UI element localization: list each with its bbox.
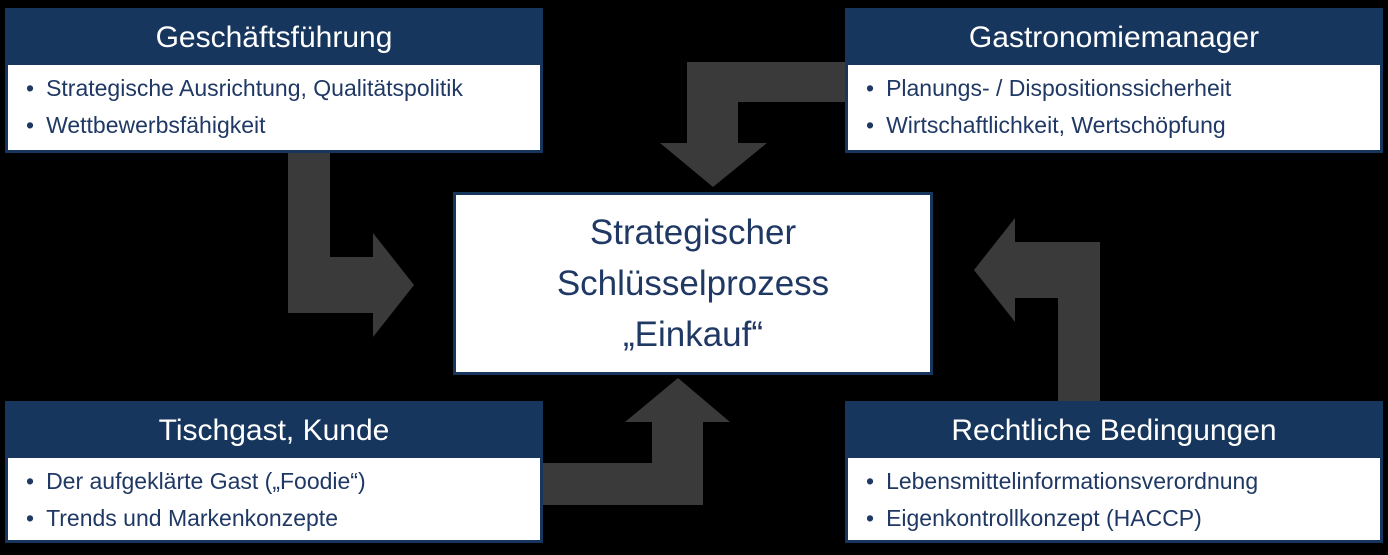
bullet-dot: [20, 107, 46, 144]
box-tischgast-kunde: Tischgast, Kunde Der aufgeklärte Gast („…: [5, 401, 543, 543]
bullet-dot: [860, 107, 886, 144]
elbow-arrow-icon-geschaeftsfuehrung-to-center: [288, 153, 414, 337]
elbow-arrow-icon-rechtliche-bedingungen-to-center: [974, 218, 1100, 401]
box-title: Geschäftsführung: [8, 11, 540, 65]
center-line: Schlüsselprozess: [556, 264, 830, 303]
box-title: Tischgast, Kunde: [8, 404, 540, 458]
bullet-text: Eigenkontrollkonzept (HACCP): [886, 505, 1202, 531]
bullet-item: Strategische Ausrichtung, Qualitätspolit…: [20, 70, 534, 107]
elbow-arrow-icon-tischgast-to-center: [543, 378, 730, 505]
center-line: Strategischer: [589, 213, 797, 252]
bullet-text: Wirtschaftlichkeit, Wertschöpfung: [886, 112, 1226, 138]
box-body: Lebensmittelinformationsverordnung Eigen…: [848, 458, 1380, 540]
bullet-dot: [860, 70, 886, 107]
bullet-text: Der aufgeklärte Gast („Foodie“): [46, 468, 366, 494]
bullet-item: Trends und Markenkonzepte: [20, 500, 534, 537]
box-geschaeftsfuehrung: Geschäftsführung Strategische Ausrichtun…: [5, 8, 543, 153]
box-body: Der aufgeklärte Gast („Foodie“) Trends u…: [8, 458, 540, 540]
bullet-dot: [20, 70, 46, 107]
bullet-dot: [860, 500, 886, 537]
center-process-box: Strategischer Schlüsselprozess „Einkauf“: [453, 192, 933, 375]
center-line: „Einkauf“: [622, 315, 764, 354]
box-gastronomiemanager: Gastronomiemanager Planungs- / Dispositi…: [845, 8, 1383, 153]
box-title: Gastronomiemanager: [848, 11, 1380, 65]
bullet-text: Strategische Ausrichtung, Qualitätspolit…: [46, 75, 463, 101]
box-body: Planungs- / Dispositionssicherheit Wirts…: [848, 65, 1380, 150]
bullet-item: Planungs- / Dispositionssicherheit: [860, 70, 1374, 107]
box-body: Strategische Ausrichtung, Qualitätspolit…: [8, 65, 540, 150]
bullet-item: Lebensmittelinformationsverordnung: [860, 463, 1374, 500]
bullet-text: Lebensmittelinformationsverordnung: [886, 468, 1259, 494]
box-title: Rechtliche Bedingungen: [848, 404, 1380, 458]
bullet-dot: [20, 463, 46, 500]
bullet-text: Planungs- / Dispositionssicherheit: [886, 75, 1232, 101]
bullet-item: Eigenkontrollkonzept (HACCP): [860, 500, 1374, 537]
bullet-item: Der aufgeklärte Gast („Foodie“): [20, 463, 534, 500]
elbow-arrow-icon-gastronomiemanager-to-center: [660, 62, 845, 187]
bullet-item: Wirtschaftlichkeit, Wertschöpfung: [860, 107, 1374, 144]
bullet-text: Trends und Markenkonzepte: [46, 505, 338, 531]
bullet-item: Wettbewerbsfähigkeit: [20, 107, 534, 144]
box-rechtliche-bedingungen: Rechtliche Bedingungen Lebensmittelinfor…: [845, 401, 1383, 543]
bullet-text: Wettbewerbsfähigkeit: [46, 112, 266, 138]
bullet-dot: [20, 500, 46, 537]
bullet-dot: [860, 463, 886, 500]
